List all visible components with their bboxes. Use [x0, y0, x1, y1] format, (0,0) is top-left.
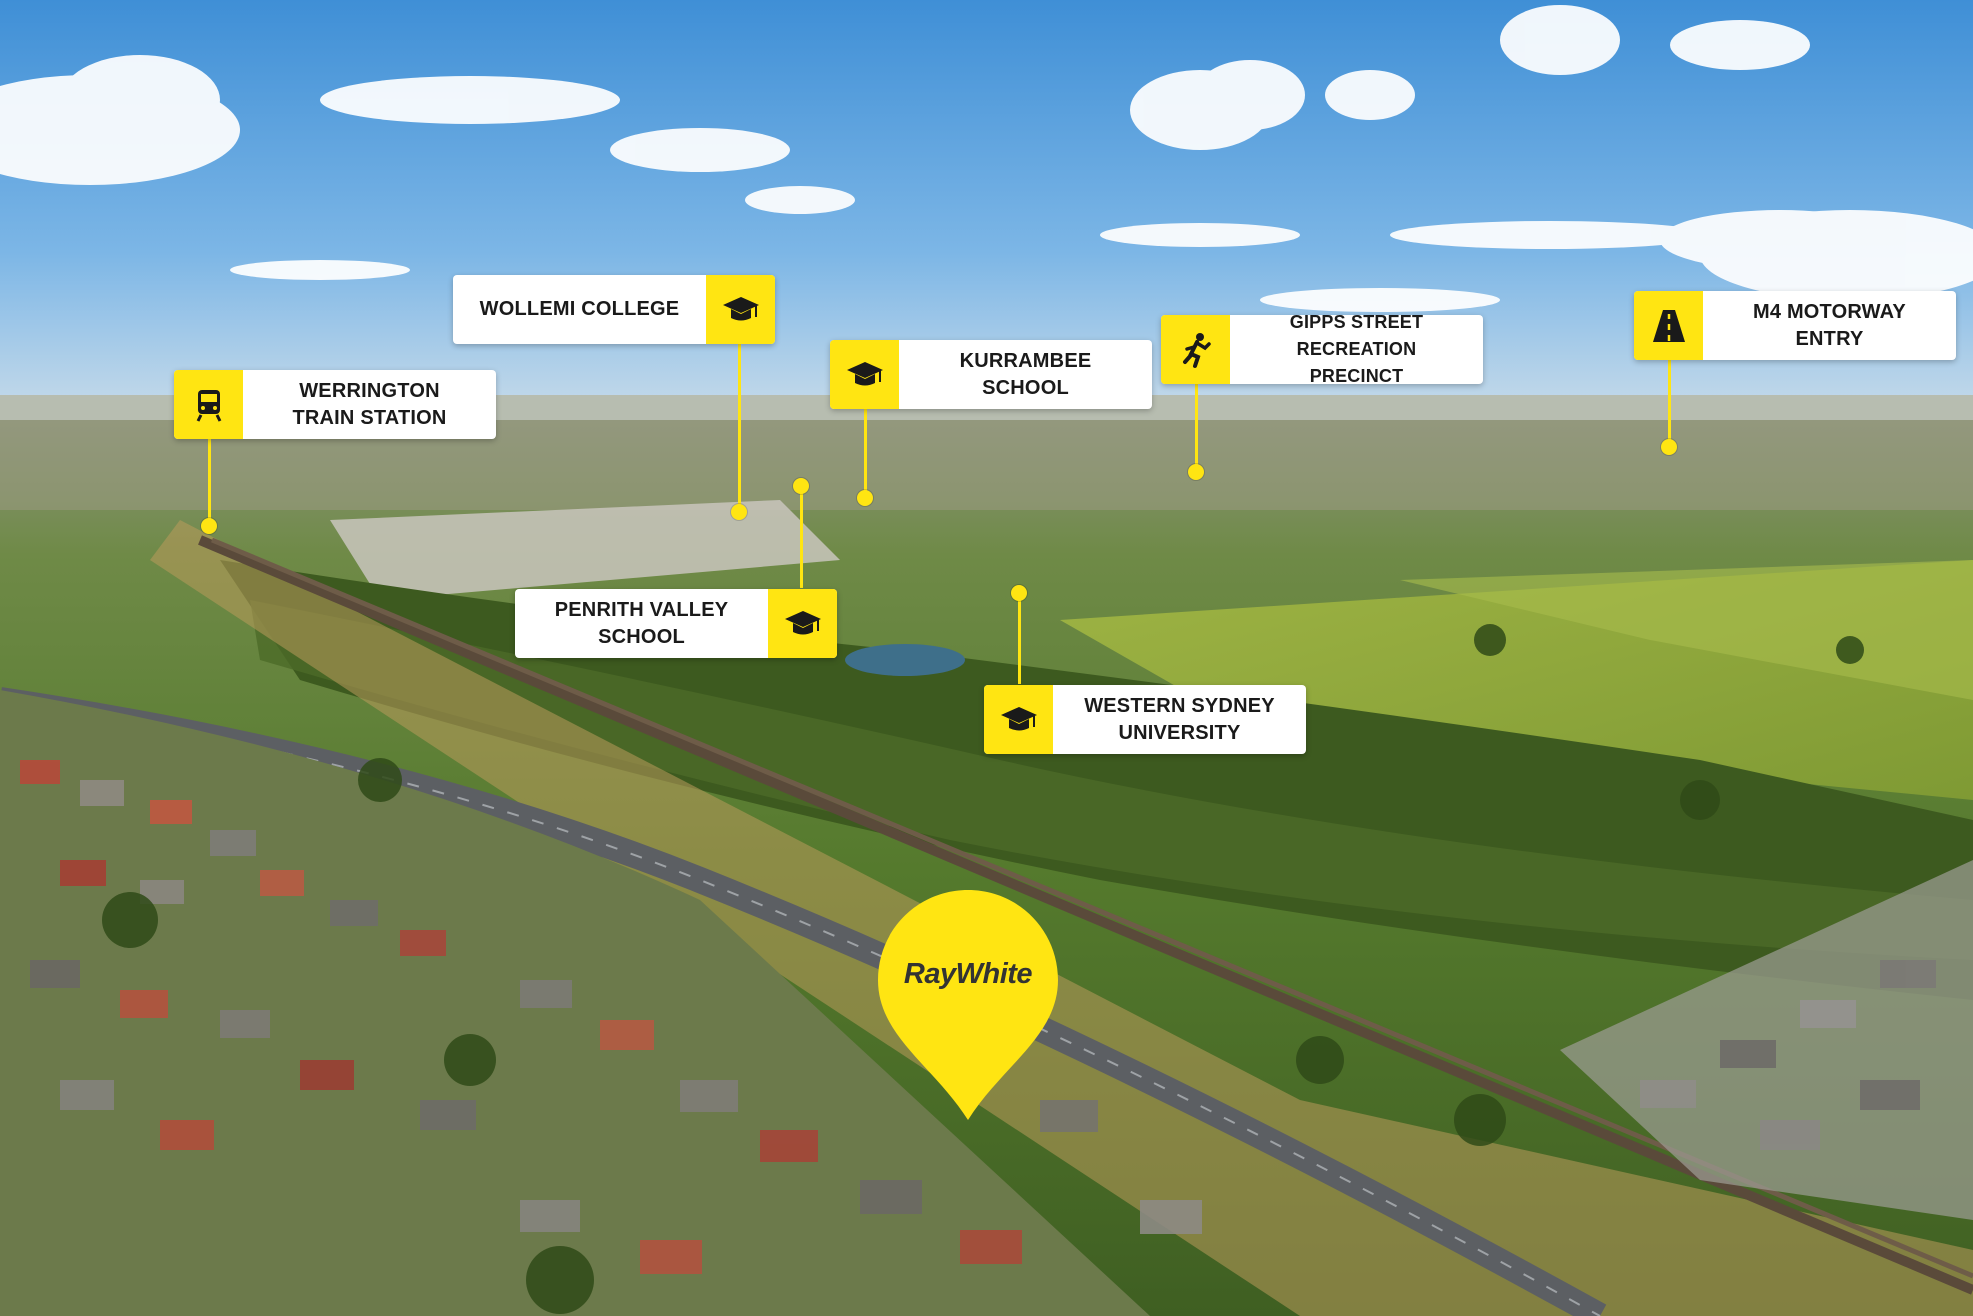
leader-dot-kurrambee [857, 490, 873, 506]
poi-label: WERRINGTON TRAIN STATION [292, 379, 447, 429]
graduation-cap-icon [706, 275, 775, 344]
poi-m4-motorway-entry: M4 MOTORWAY ENTRY [1634, 291, 1956, 360]
houses [20, 760, 1936, 1274]
leader-line-gipps [1195, 383, 1198, 471]
leader-line-wollemi [738, 343, 741, 513]
leader-line-m4 [1668, 359, 1671, 447]
poi-label: WOLLEMI COLLEGE [479, 298, 680, 320]
poi-wollemi-college: WOLLEMI COLLEGE [453, 275, 775, 344]
poi-gipps-street-recreation-precinct: GIPPS STREET RECREATION PRECINCT [1161, 315, 1483, 384]
graduation-cap-icon [984, 685, 1053, 754]
raywhite-logo: RayWhite [903, 958, 1033, 990]
leader-dot-penrith [793, 478, 809, 494]
clouds [0, 5, 1973, 312]
train-icon [174, 370, 243, 439]
graduation-cap-icon [830, 340, 899, 409]
leader-line-wsu [1018, 594, 1021, 684]
motorway-icon [1634, 291, 1703, 360]
poi-label: WESTERN SYDNEY UNIVERSITY [1084, 694, 1275, 744]
poi-kurrambee-school: KURRAMBEE SCHOOL [830, 340, 1152, 409]
poi-label: PENRITH VALLEY SCHOOL [554, 598, 729, 648]
running-person-icon [1161, 315, 1230, 384]
leader-dot-m4 [1661, 439, 1677, 455]
poi-label: KURRAMBEE SCHOOL [959, 349, 1092, 399]
location-pin-icon [878, 890, 1058, 1120]
poi-western-sydney-university: WESTERN SYDNEY UNIVERSITY [984, 685, 1306, 754]
leader-dot-werrington [201, 518, 217, 534]
poi-penrith-valley-school: PENRITH VALLEY SCHOOL [515, 589, 837, 658]
leader-dot-gipps [1188, 464, 1204, 480]
leader-dot-wollemi [731, 504, 747, 520]
leader-line-kurrambee [864, 408, 867, 498]
poi-label: GIPPS STREET RECREATION PRECINCT [1289, 315, 1424, 384]
poi-label: M4 MOTORWAY ENTRY [1753, 300, 1906, 350]
poi-werrington-train-station: WERRINGTON TRAIN STATION [174, 370, 496, 439]
leader-dot-wsu [1011, 585, 1027, 601]
trees [102, 624, 1864, 1314]
leader-line-penrith [800, 488, 803, 588]
graduation-cap-icon [768, 589, 837, 658]
leader-line-werrington [208, 437, 211, 527]
